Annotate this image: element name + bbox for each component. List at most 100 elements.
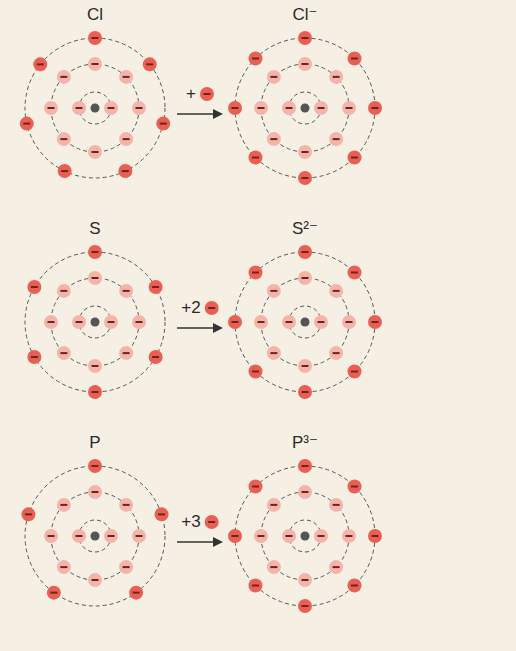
electron-charge bbox=[333, 352, 340, 354]
electron bbox=[298, 385, 312, 399]
electron bbox=[342, 529, 356, 543]
electron bbox=[298, 245, 312, 259]
electron bbox=[298, 573, 312, 587]
electron-charge bbox=[60, 566, 67, 568]
electron bbox=[298, 171, 312, 185]
electron bbox=[329, 346, 343, 360]
electron bbox=[44, 529, 58, 543]
electron bbox=[104, 315, 118, 329]
added-electron bbox=[205, 301, 219, 315]
electron bbox=[347, 364, 361, 378]
electron-charge bbox=[270, 504, 277, 506]
electron bbox=[88, 385, 102, 399]
electron-charge bbox=[286, 535, 293, 537]
electron-charge bbox=[92, 465, 99, 467]
electron-charge bbox=[351, 486, 358, 488]
electron bbox=[254, 101, 268, 115]
electron bbox=[143, 57, 157, 71]
electron-charge bbox=[136, 107, 143, 109]
electron-shell bbox=[235, 38, 375, 178]
electron-charge bbox=[152, 286, 159, 288]
electron-charge bbox=[92, 491, 99, 493]
electron bbox=[20, 117, 34, 131]
electron bbox=[347, 52, 361, 66]
electron bbox=[298, 485, 312, 499]
electron bbox=[88, 57, 102, 71]
electron bbox=[282, 101, 296, 115]
electron bbox=[267, 284, 281, 298]
electron bbox=[314, 529, 328, 543]
electron bbox=[104, 529, 118, 543]
electron bbox=[88, 459, 102, 473]
electron-charge bbox=[123, 352, 130, 354]
electron-shell bbox=[261, 278, 349, 366]
electron bbox=[88, 271, 102, 285]
atom-illustration bbox=[225, 456, 385, 616]
electron bbox=[132, 529, 146, 543]
electron-charge bbox=[203, 93, 210, 95]
electron-charge bbox=[92, 579, 99, 581]
electron bbox=[347, 578, 361, 592]
electron bbox=[298, 57, 312, 71]
arrow-head bbox=[213, 323, 223, 333]
electron-charge bbox=[286, 321, 293, 323]
electron bbox=[119, 560, 133, 574]
electron-charge bbox=[208, 307, 215, 309]
electron bbox=[156, 117, 170, 131]
electron bbox=[298, 271, 312, 285]
electron bbox=[329, 70, 343, 84]
electron-charge bbox=[270, 76, 277, 78]
electron-charge bbox=[318, 321, 325, 323]
electron-charge bbox=[136, 535, 143, 537]
electron bbox=[228, 315, 242, 329]
electron bbox=[298, 359, 312, 373]
electron-charge bbox=[286, 107, 293, 109]
nucleus bbox=[91, 532, 100, 541]
electron-charge bbox=[152, 356, 159, 358]
electron-charge bbox=[333, 76, 340, 78]
atom-node: P³⁻ bbox=[225, 432, 385, 616]
electron bbox=[298, 145, 312, 159]
electron-charge bbox=[346, 321, 353, 323]
electron bbox=[149, 280, 163, 294]
electron bbox=[267, 346, 281, 360]
arrow-head bbox=[213, 537, 223, 547]
electron-shell bbox=[261, 492, 349, 580]
electron-charge bbox=[258, 321, 265, 323]
electron-charge bbox=[48, 535, 55, 537]
electron-charge bbox=[232, 535, 239, 537]
element-symbol: P³⁻ bbox=[225, 432, 385, 454]
electron-charge bbox=[60, 138, 67, 140]
electron-charge bbox=[252, 584, 259, 586]
electron-charge bbox=[252, 486, 259, 488]
electron-charge bbox=[302, 63, 309, 65]
atom-illustration bbox=[15, 242, 175, 402]
electron bbox=[47, 586, 61, 600]
electron bbox=[119, 284, 133, 298]
electron-charge bbox=[146, 63, 153, 65]
element-symbol: S²⁻ bbox=[225, 218, 385, 240]
atom-illustration bbox=[225, 242, 385, 402]
electron-charge bbox=[123, 290, 130, 292]
reaction-arrow bbox=[177, 537, 223, 547]
electron-charge bbox=[252, 156, 259, 158]
electron-shell bbox=[25, 466, 165, 606]
electron-charge bbox=[302, 579, 309, 581]
electron-charge bbox=[372, 107, 379, 109]
electron-charge bbox=[232, 321, 239, 323]
electron bbox=[228, 101, 242, 115]
reaction-arrow bbox=[177, 109, 223, 119]
electron-shell bbox=[51, 64, 139, 152]
electron-charge bbox=[351, 370, 358, 372]
electron bbox=[249, 578, 263, 592]
electron bbox=[27, 350, 41, 364]
electron-charge bbox=[333, 504, 340, 506]
electron bbox=[267, 70, 281, 84]
electron bbox=[347, 266, 361, 280]
electron-charge bbox=[136, 321, 143, 323]
electron bbox=[368, 101, 382, 115]
electron-charge bbox=[76, 321, 83, 323]
electron-charge bbox=[60, 504, 67, 506]
electron bbox=[132, 101, 146, 115]
electron-charge bbox=[372, 535, 379, 537]
